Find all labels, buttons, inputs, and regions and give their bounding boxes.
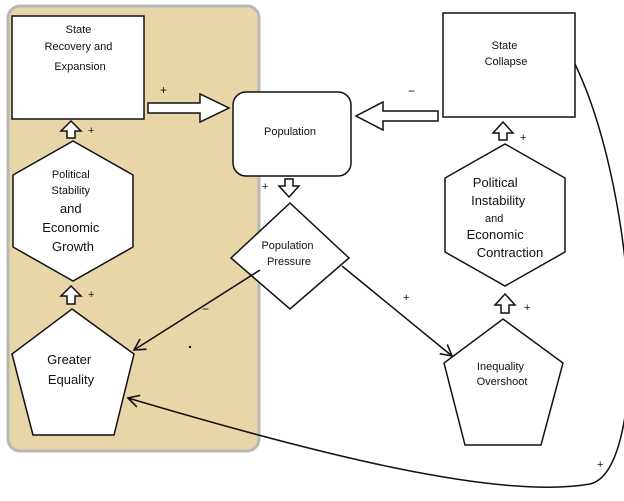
equality-to-stability-sign: +: [88, 289, 94, 301]
svg-text:Political Stability an: Political Stability and Economic Growth: [42, 165, 104, 254]
state-recovery-line-1: State: [66, 24, 92, 36]
svg-text:Greater Equality: Greater Equality: [47, 352, 95, 387]
greater-equality-line-2: Equality: [48, 372, 95, 387]
stray-dot: [188, 345, 192, 349]
pressure-to-inequality-sign: +: [403, 292, 409, 304]
state-collapse-line-1: State: [492, 40, 518, 52]
inequality-to-instability-arrow: [493, 292, 517, 314]
pressure-to-equality-line: [132, 269, 261, 351]
stability-to-recovery-sign: +: [88, 125, 94, 137]
political-instability-line-2: Instability: [471, 193, 526, 208]
population-label: Population: [264, 126, 316, 138]
collapse-to-equality-sign: +: [597, 459, 603, 471]
political-stability-line-1: Political: [52, 169, 90, 181]
state-collapse-box: [442, 12, 576, 118]
inequality-overshoot-pentagon: [443, 318, 564, 446]
political-stability-hexagon: [12, 140, 134, 282]
inequality-to-instability-sign: +: [524, 302, 530, 314]
pressure-to-equality-sign: −: [202, 302, 209, 316]
greater-equality-line-1: Greater: [47, 352, 92, 367]
political-stability-line-4: Economic: [42, 220, 100, 235]
population-box: [232, 91, 352, 177]
political-stability-line-3: and: [60, 201, 82, 216]
equality-to-stability-arrow: [59, 284, 83, 305]
stability-to-recovery-arrow: [59, 119, 83, 139]
greater-equality-pentagon: [11, 308, 135, 436]
collapse-to-equality-curve: [126, 63, 624, 489]
svg-text:State Recovery and Exp: State Recovery and Expansion: [45, 24, 116, 73]
population-pressure-line-1: Population: [261, 240, 313, 252]
recovery-to-population-arrow: [147, 92, 231, 124]
political-instability-hexagon: [444, 143, 566, 287]
political-stability-line-2: Stability: [52, 185, 91, 197]
population-to-pressure-arrow: [277, 178, 301, 199]
recovery-to-population-sign: +: [160, 83, 167, 97]
inequality-overshoot-line-1: Inequality: [477, 361, 525, 373]
state-recovery-box: [11, 15, 145, 120]
collapse-to-population-sign: −: [408, 84, 415, 98]
population-pressure-diamond: [229, 201, 351, 310]
political-instability-line-4: Economic: [467, 227, 525, 242]
inequality-overshoot-line-2: Overshoot: [477, 376, 528, 388]
state-recovery-line-3: Expansion: [54, 61, 105, 73]
population-to-pressure-sign: +: [262, 181, 268, 193]
population-pressure-line-2: Pressure: [267, 256, 311, 268]
instability-to-collapse-sign: +: [520, 132, 526, 144]
state-collapse-line-2: Collapse: [485, 56, 528, 68]
instability-to-collapse-arrow: [491, 120, 515, 141]
svg-text:Population Pressure: Population Pressure: [261, 240, 316, 268]
political-instability-line-5: Contraction: [477, 245, 543, 260]
svg-text:Inequality Overshoot: Inequality Overshoot: [477, 361, 528, 388]
pressure-to-inequality-line: [341, 265, 454, 358]
political-instability-line-3: and: [485, 213, 503, 225]
svg-text:Political Instability: Political Instability and Economic Contr…: [467, 175, 544, 260]
state-recovery-line-2: Recovery and: [45, 41, 113, 53]
svg-text:State Collapse: State Collapse: [485, 40, 528, 68]
political-stability-line-5: Growth: [52, 239, 94, 254]
collapse-to-population-arrow: [354, 100, 439, 132]
political-instability-line-1: Political: [473, 175, 518, 190]
